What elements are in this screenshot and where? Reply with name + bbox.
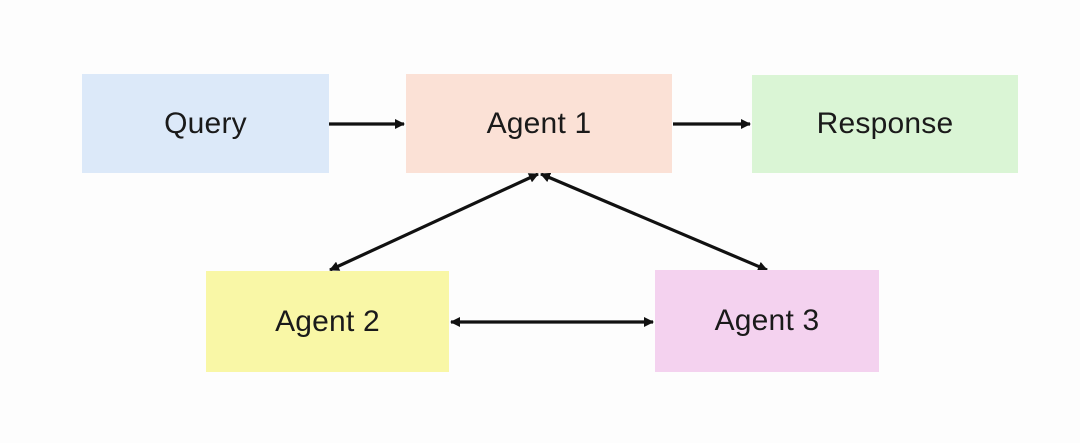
response-node-label: Response [816, 107, 954, 140]
agent1-node-label: Agent 1 [486, 106, 592, 140]
response-node: Response [752, 75, 1018, 173]
arrow-agent1-agent3 [540, 172, 768, 272]
agent2-node: Agent 2 [206, 271, 449, 372]
arrow-agent1-agent2 [329, 172, 539, 272]
agent1-node: Agent 1 [406, 74, 672, 173]
query-node: Query [82, 74, 329, 173]
agent3-node-label: Agent 3 [714, 304, 820, 337]
agent2-node-label: Agent 2 [275, 304, 380, 338]
agent3-node: Agent 3 [655, 270, 879, 372]
query-node-label: Query [164, 106, 247, 140]
